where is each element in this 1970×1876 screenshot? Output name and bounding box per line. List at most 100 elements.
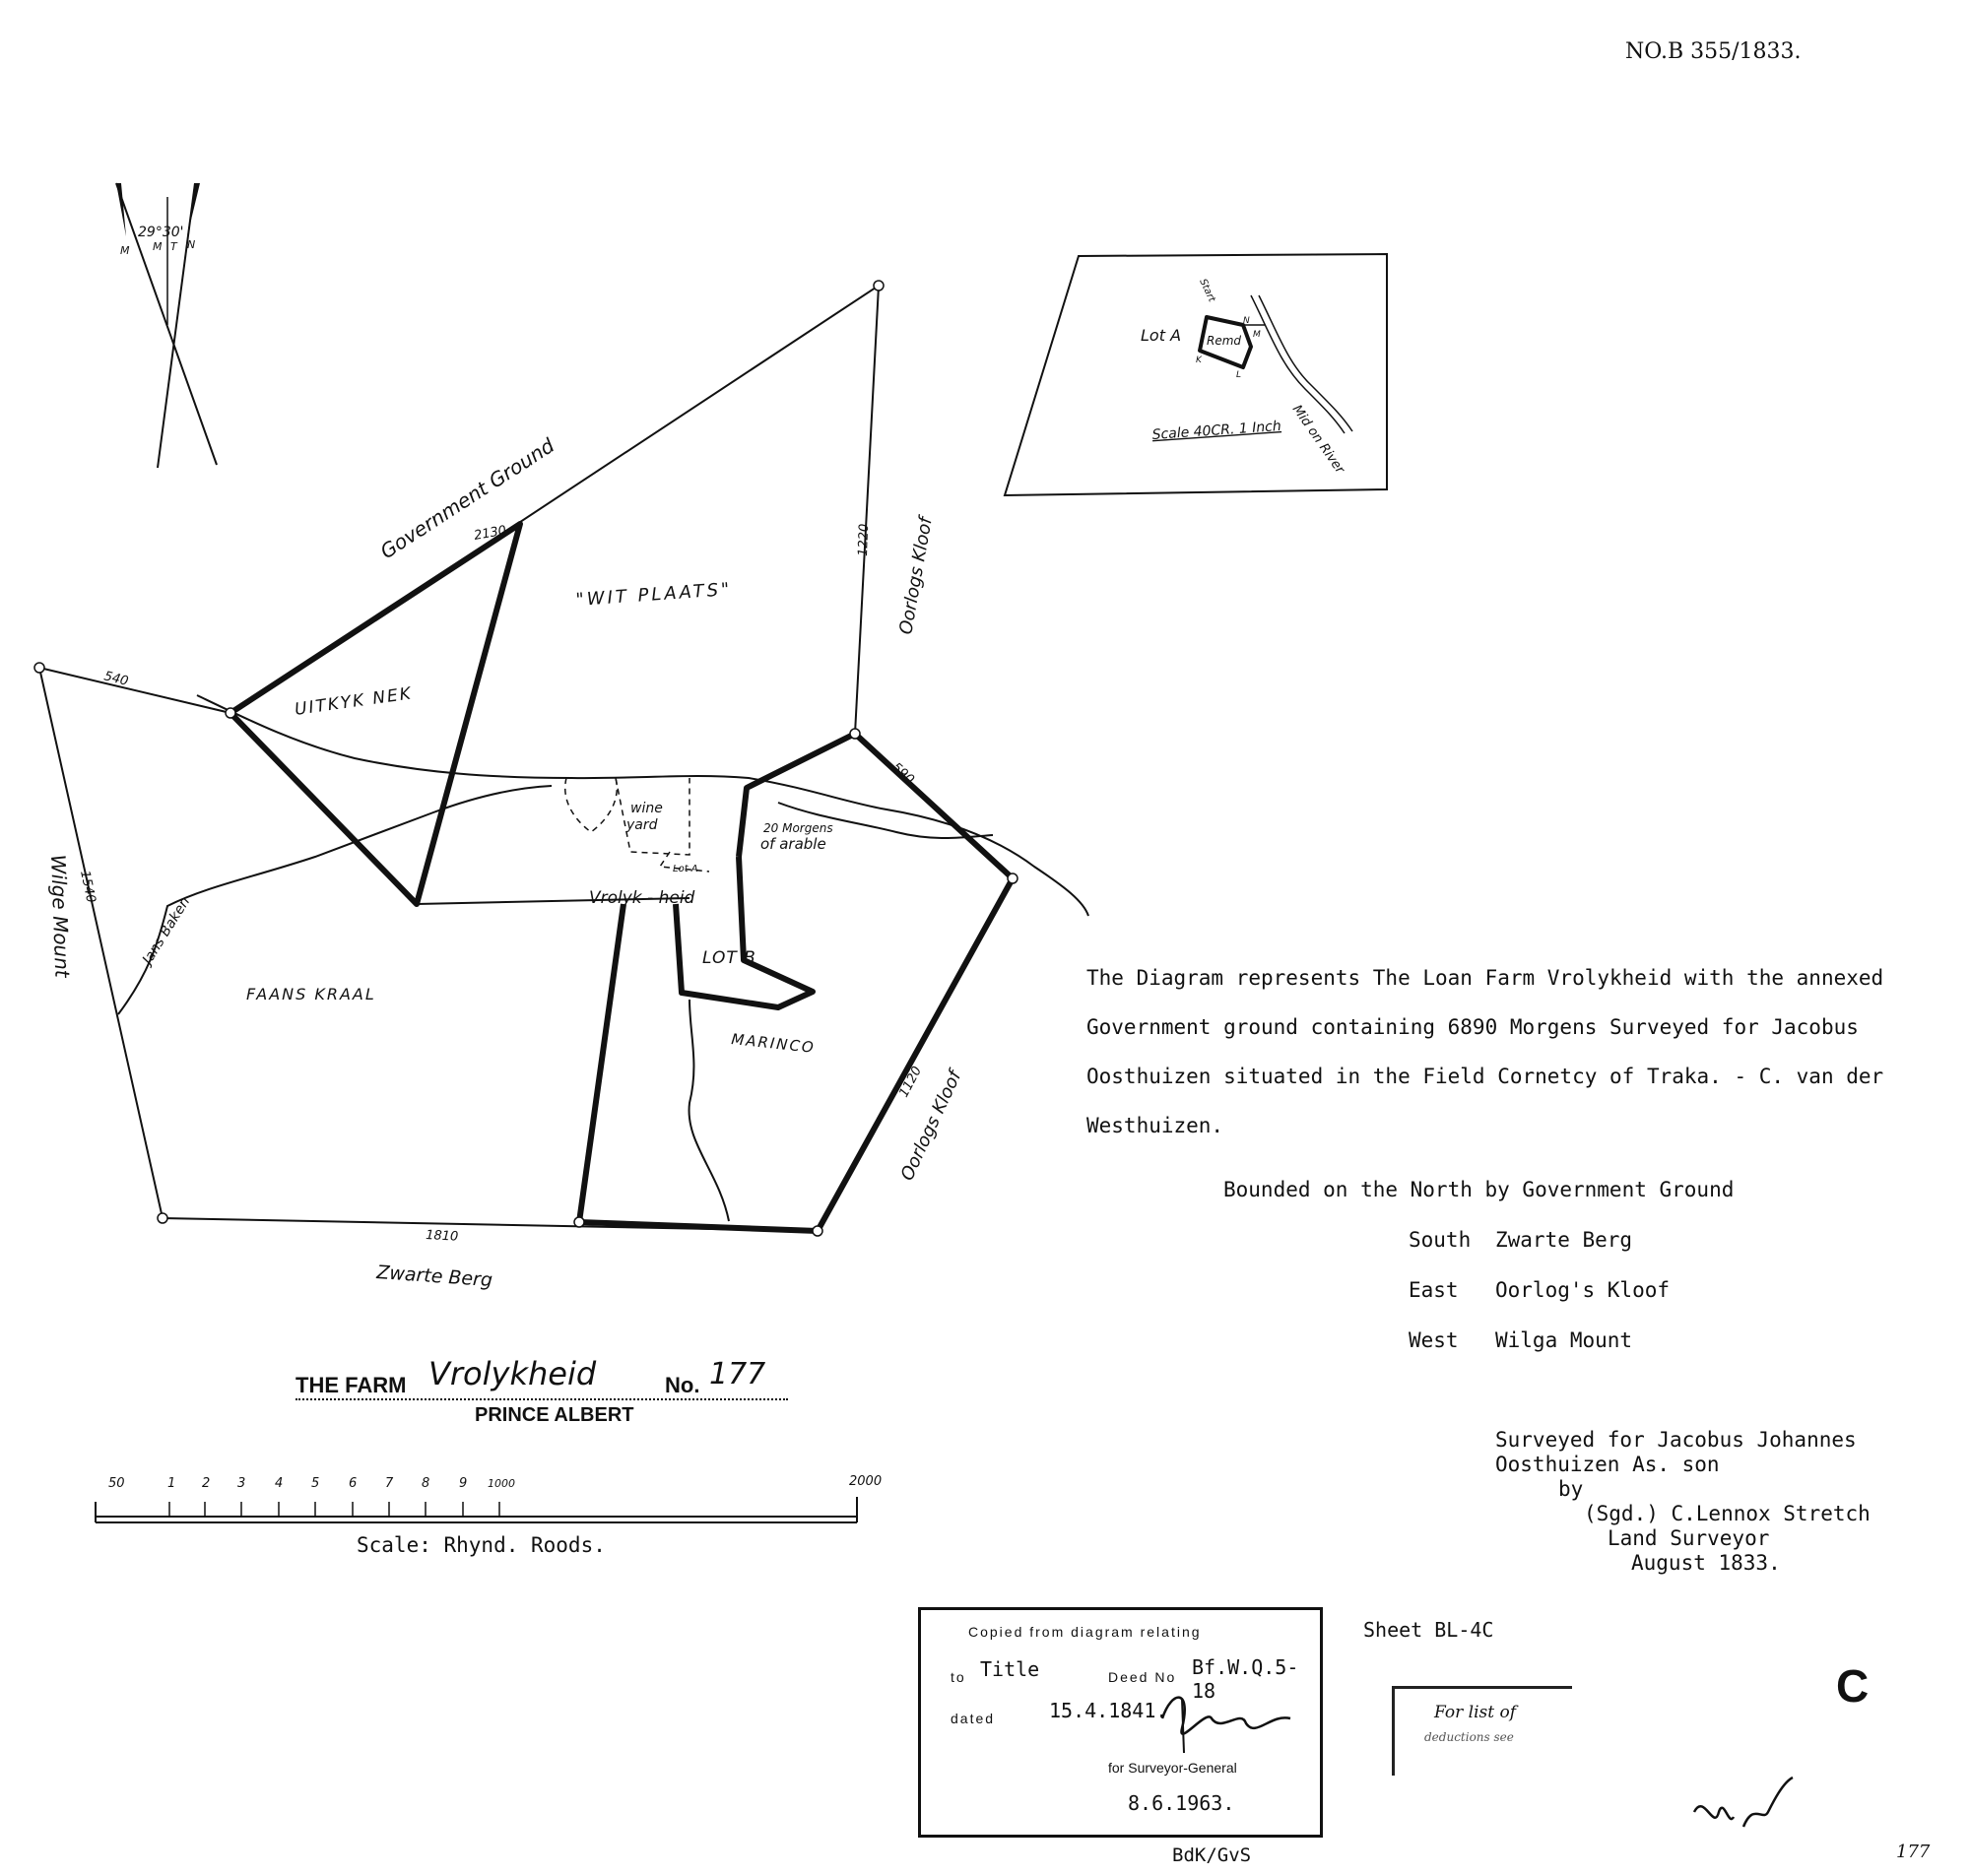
scale-tick-4: 4 (275, 1476, 283, 1491)
scale-tick-7: 7 (385, 1476, 394, 1491)
description-line-4: Westhuizen. (1086, 1114, 1224, 1137)
inset-scale: Scale 40CR. 1 Inch (1151, 419, 1281, 443)
rivers (117, 694, 1089, 1222)
description-line-3: Oosthuizen situated in the Field Cornetc… (1086, 1065, 1884, 1088)
label-government-ground: Government Ground (376, 433, 559, 563)
scale-tick-6: 6 (349, 1476, 357, 1491)
stamp-title: Title (980, 1657, 1040, 1681)
label-lot-a: Lot A (673, 864, 698, 874)
inset-point-k: K (1196, 356, 1203, 365)
surveyor-line-6: August 1833. (1631, 1551, 1781, 1575)
initials-mark (1692, 1776, 1794, 1828)
bounded-north: Bounded on the North by Government Groun… (1223, 1178, 1735, 1201)
inset-start: Start (1197, 278, 1217, 305)
sheet-number: Sheet BL-4C (1363, 1618, 1494, 1642)
diagram-number: NO.B 355/1833. (1625, 39, 1802, 64)
label-wine: wine (630, 801, 663, 816)
vineyard-outline (564, 777, 710, 873)
compass-letter-3: T (170, 240, 178, 253)
label-yard: yard (625, 817, 658, 833)
category-letter: C (1836, 1660, 1870, 1712)
stamp-date-value: 15.4.1841. (1049, 1699, 1168, 1722)
label-uitkyk-nek: UITKYK NEK (294, 683, 414, 720)
signature-mark (1160, 1696, 1291, 1754)
surveyor-line-4: (Sgd.) C.Lennox Stretch (1584, 1502, 1871, 1525)
deductions-note-line-1: For list of (1434, 1703, 1516, 1722)
inset-point-m: M (1253, 330, 1261, 340)
farm-title-name: Vrolykheid (428, 1355, 597, 1392)
farm-district: PRINCE ALBERT (475, 1404, 634, 1426)
inset-diagram: Lot A Remd Start Scale 40CR. 1 Inch Mid … (1003, 252, 1388, 497)
compass-declination: 29°30' (138, 225, 183, 240)
deductions-note-line-2: deductions see (1424, 1730, 1514, 1744)
label-arable-2: of arable (760, 835, 826, 853)
bounded-south-value: Zwarte Berg (1495, 1228, 1633, 1252)
scale-tick-9: 9 (459, 1476, 467, 1491)
farm-title-underline (296, 1398, 788, 1400)
scale-tick-1: 1 (167, 1476, 175, 1491)
scale-tick-2: 2 (202, 1476, 210, 1491)
stamp-copied: Copied from diagram relating (968, 1624, 1202, 1640)
stamp-to: to (951, 1669, 966, 1685)
inset-remd: Remd (1207, 334, 1241, 348)
label-jans-baken: Jans Baken (138, 894, 193, 969)
distance-540: 540 (102, 669, 130, 689)
farm-title: THE FARM Vrolykheid No. 177 (296, 1353, 788, 1402)
stamp-copy-date: 8.6.1963. (1128, 1791, 1235, 1815)
inset-point-n: N (1243, 316, 1250, 326)
scale-tick-2000: 2000 (849, 1474, 882, 1489)
stamp-for-surveyor-general: for Surveyor-General (1108, 1760, 1237, 1776)
distance-1810: 1810 (426, 1228, 459, 1245)
label-wit-plaats: "WIT PLAATS" (575, 579, 733, 611)
description-line-1: The Diagram represents The Loan Farm Vro… (1086, 966, 1884, 990)
stamp-dated: dated (951, 1711, 996, 1726)
distance-2130: 2130 (473, 523, 507, 544)
copy-stamp: Copied from diagram relating to Title De… (918, 1607, 1323, 1838)
scale-tick-3: 3 (237, 1476, 245, 1491)
scale-tick-8: 8 (422, 1476, 429, 1491)
compass-letter-1: M (120, 244, 130, 257)
inset-lot-a: Lot A (1141, 326, 1181, 345)
surveyor-line-3: by (1558, 1477, 1584, 1501)
farm-title-no-label: No. (665, 1373, 700, 1397)
label-wilge-mount: Wilge Mount (46, 854, 74, 979)
bounded-west-label: West (1409, 1328, 1459, 1352)
distance-1220: 1220 (856, 524, 872, 557)
page-number: 177 (1896, 1842, 1931, 1862)
label-oorlogs-kloof-north: Oorlogs Kloof (895, 513, 937, 636)
distance-1540: 1540 (77, 870, 98, 904)
compass-letter-4: N (187, 238, 195, 251)
label-lot-b: LOT B (702, 948, 756, 968)
stamp-deed-no: Deed No (1108, 1669, 1177, 1685)
label-arable-1: 20 Morgens (763, 821, 833, 835)
scale-tick-50: 50 (108, 1476, 125, 1491)
surveyor-line-2: Oosthuizen As. son (1495, 1453, 1720, 1476)
surveyor-line-1: Surveyed for Jacobus Johannes (1495, 1428, 1857, 1452)
bounded-west-value: Wilga Mount (1495, 1328, 1633, 1352)
label-vrolykheid: Vrolyk - heid (589, 888, 695, 908)
compass-letter-2: M (153, 240, 163, 253)
label-marinco: MARINCO (731, 1030, 817, 1057)
bounded-south-label: South (1409, 1228, 1472, 1252)
label-faans-kraal: FAANS KRAAL (246, 985, 376, 1003)
scale-bar (95, 1497, 858, 1523)
diagram-description: The Diagram represents The Loan Farm Vro… (1086, 953, 1953, 1150)
bounded-east-label: East (1409, 1278, 1459, 1302)
farm-title-prefix: THE FARM (296, 1373, 407, 1397)
scale-tick-5: 5 (311, 1476, 319, 1491)
scale-bar-labels: 50 1 2 3 4 5 6 7 8 9 1000 2000 (108, 1474, 882, 1491)
surveyor-block: Surveyed for Jacobus Johannes Oosthuizen… (1495, 1428, 1871, 1576)
deductions-note: For list of deductions see (1392, 1686, 1572, 1776)
scale-caption: Scale: Rhynd. Roods. (357, 1533, 606, 1557)
inset-point-l: L (1236, 370, 1241, 380)
stamp-deed-value: Bf.W.Q.5-18 (1192, 1655, 1299, 1703)
surveyor-line-5: Land Surveyor (1608, 1526, 1770, 1550)
bounded-east-value: Oorlog's Kloof (1495, 1278, 1671, 1302)
scale-tick-1000: 1000 (488, 1477, 515, 1490)
label-zwarte-berg: Zwarte Berg (375, 1261, 493, 1291)
farm-title-number: 177 (709, 1357, 766, 1391)
clerk-initials: BdK/GvS (1172, 1844, 1252, 1866)
description-line-2: Government ground containing 6890 Morgen… (1086, 1015, 1859, 1039)
compass-rose: 29°30' M M T N (115, 182, 218, 469)
